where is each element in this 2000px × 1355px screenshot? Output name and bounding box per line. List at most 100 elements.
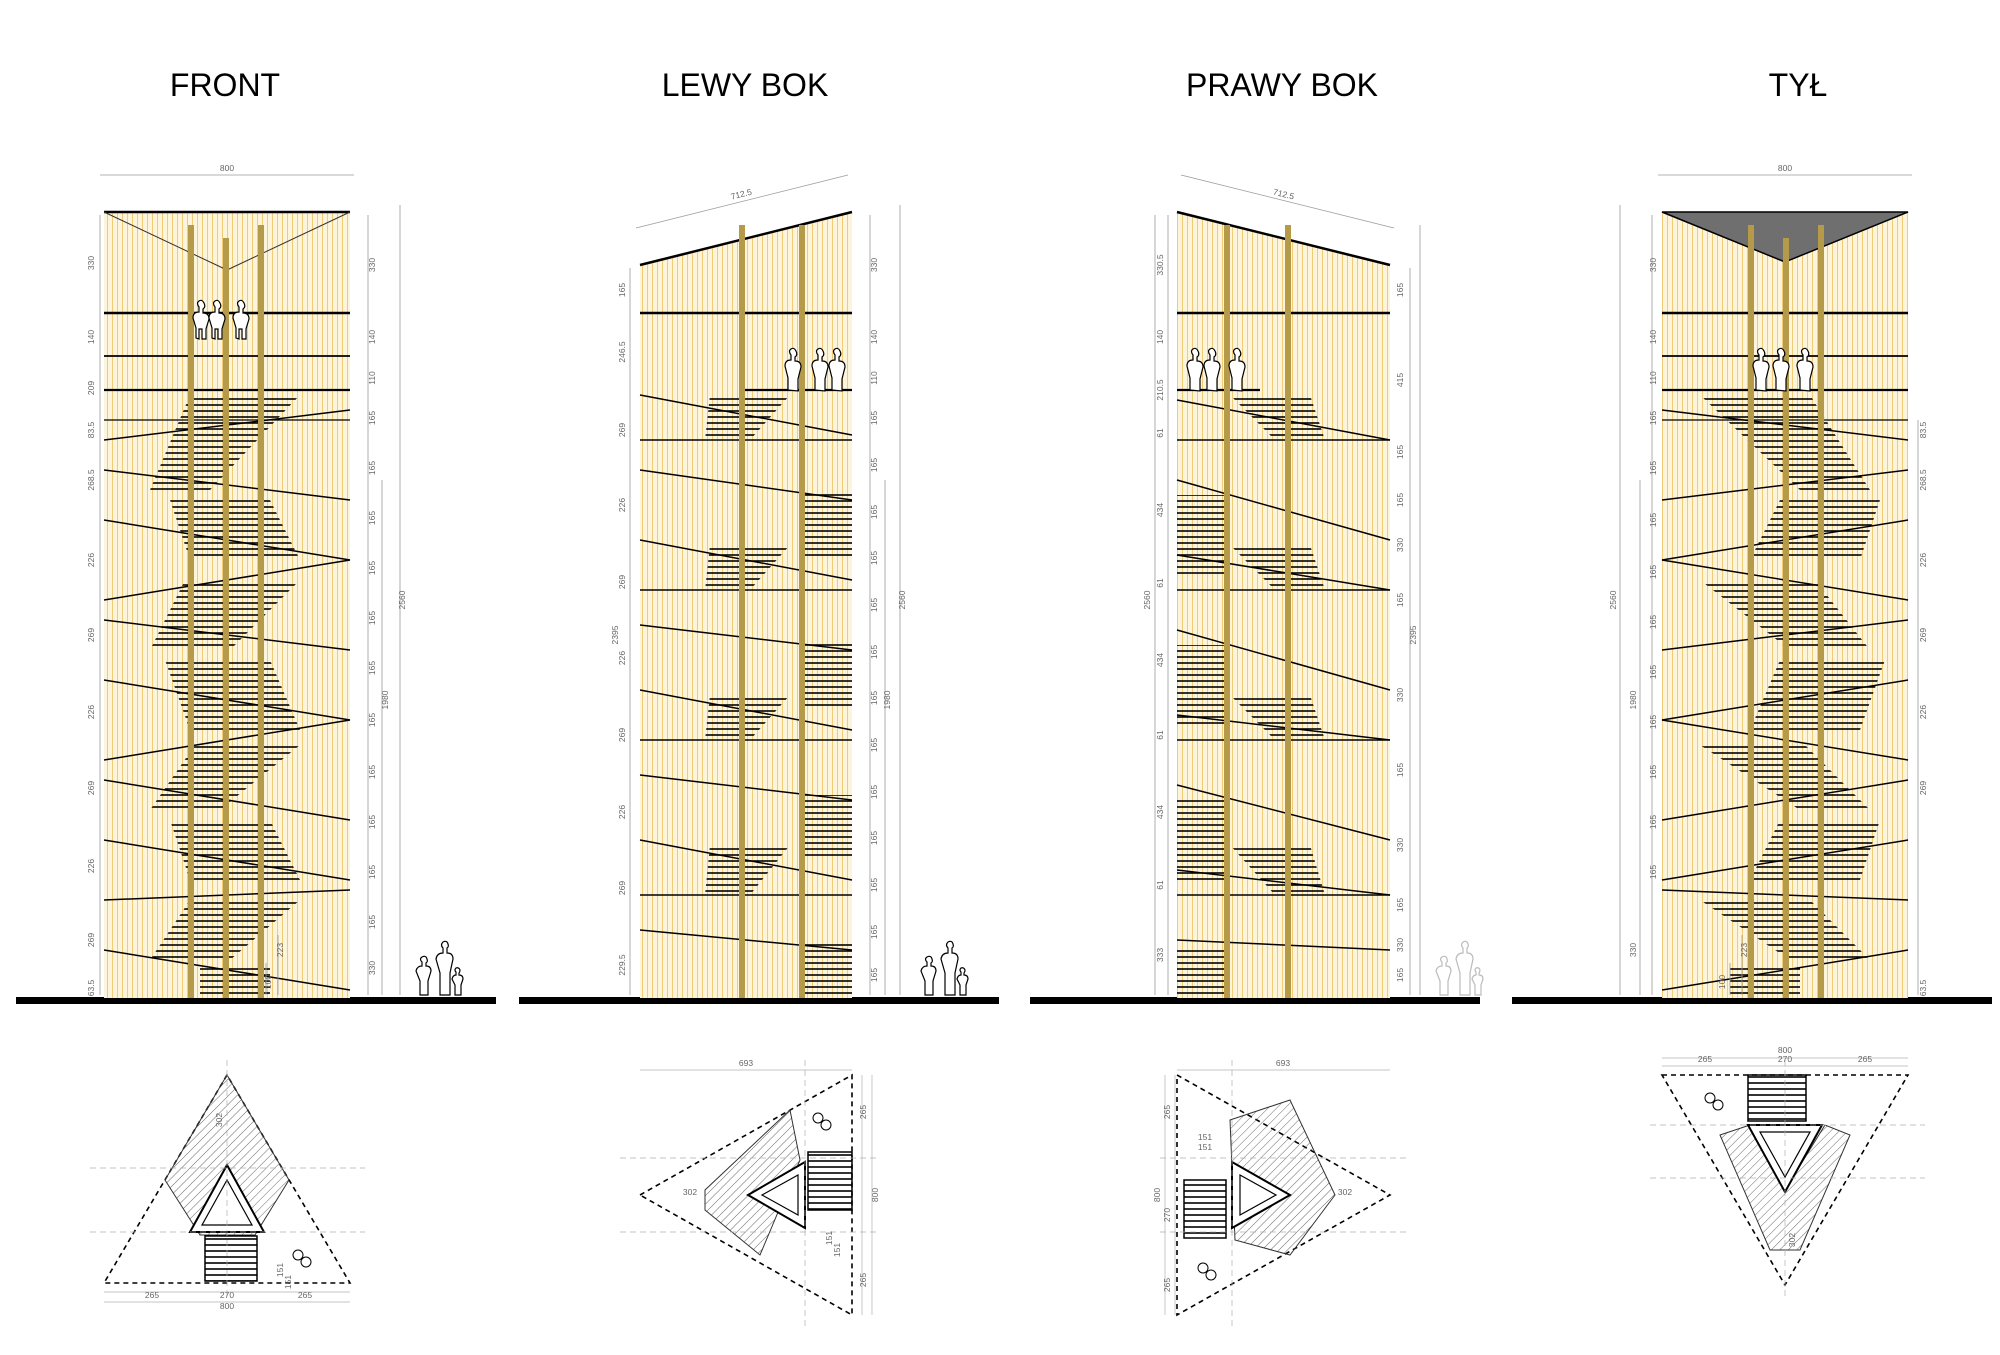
svg-text:61: 61 — [1155, 880, 1165, 890]
svg-text:265: 265 — [1698, 1054, 1712, 1064]
svg-text:140: 140 — [367, 330, 377, 344]
svg-text:61: 61 — [1155, 578, 1165, 588]
svg-text:165: 165 — [1395, 593, 1405, 607]
plan-tyl: 265 270 265 800 302 — [1650, 1045, 1925, 1300]
svg-text:330: 330 — [1395, 538, 1405, 552]
svg-text:165: 165 — [367, 661, 377, 675]
svg-text:269: 269 — [617, 881, 627, 895]
dim-top-width: 800 — [1778, 163, 1792, 173]
dim-stair-front-2: 100 — [263, 975, 273, 989]
svg-text:434: 434 — [1155, 503, 1165, 517]
svg-text:330: 330 — [86, 256, 96, 270]
people-scale-icon — [1435, 940, 1484, 996]
svg-text:330: 330 — [1395, 688, 1405, 702]
svg-text:434: 434 — [1155, 805, 1165, 819]
svg-text:165: 165 — [617, 283, 627, 297]
svg-text:165: 165 — [869, 785, 879, 799]
svg-text:165: 165 — [1648, 815, 1658, 829]
svg-text:269: 269 — [86, 628, 96, 642]
svg-text:330: 330 — [869, 258, 879, 272]
svg-text:269: 269 — [1918, 781, 1928, 795]
svg-text:165: 165 — [1648, 615, 1658, 629]
svg-text:269: 269 — [86, 781, 96, 795]
svg-text:165: 165 — [869, 458, 879, 472]
svg-text:165: 165 — [1648, 715, 1658, 729]
dim-left-column-tyl: 330 140 110 165 165 165 165 165 165 165 … — [1628, 258, 1658, 957]
svg-text:83.5: 83.5 — [86, 421, 96, 438]
svg-text:151: 151 — [1198, 1142, 1212, 1152]
svg-text:270: 270 — [220, 1290, 234, 1300]
svg-text:165: 165 — [1648, 665, 1658, 679]
ground-line-prawy-bok — [1030, 997, 1480, 1004]
dim-overall-lewy: 2560 — [897, 590, 907, 609]
svg-text:302: 302 — [683, 1187, 697, 1197]
svg-text:165: 165 — [367, 815, 377, 829]
svg-text:165: 165 — [869, 878, 879, 892]
svg-text:165: 165 — [869, 645, 879, 659]
svg-text:165: 165 — [1648, 765, 1658, 779]
svg-text:165: 165 — [1648, 513, 1658, 527]
svg-text:165: 165 — [1395, 968, 1405, 982]
title-prawy-bok: PRAWY BOK — [1186, 67, 1378, 103]
svg-text:61: 61 — [1155, 730, 1165, 740]
svg-text:268.5: 268.5 — [1918, 469, 1928, 491]
dim-top-width: 800 — [220, 163, 234, 173]
dim-overall-front-2: 1980 — [380, 690, 390, 709]
svg-text:165: 165 — [367, 511, 377, 525]
people-scale-icon — [920, 940, 969, 996]
svg-text:693: 693 — [739, 1058, 753, 1068]
svg-text:226: 226 — [1918, 705, 1928, 719]
dim-right-column-front: 330 140 110 165 165 165 165 165 165 165 … — [367, 258, 377, 975]
svg-text:165: 165 — [367, 611, 377, 625]
dim-overall-prawy: 2560 — [1142, 590, 1152, 609]
svg-text:110: 110 — [1648, 371, 1658, 385]
dim-right-column-tyl: 83.5 268.5 226 269 226 269 63.5 — [1918, 421, 1928, 996]
svg-text:165: 165 — [367, 561, 377, 575]
people-plan-icon — [292, 1249, 312, 1268]
dim-overall-tyl-2: 1980 — [1628, 690, 1638, 709]
svg-text:165: 165 — [367, 461, 377, 475]
svg-text:268.5: 268.5 — [86, 469, 96, 491]
svg-text:269: 269 — [617, 575, 627, 589]
svg-text:800: 800 — [1152, 1188, 1162, 1202]
title-lewy-bok: LEWY BOK — [662, 67, 829, 103]
svg-text:330: 330 — [1628, 943, 1638, 957]
svg-text:302: 302 — [1338, 1187, 1352, 1197]
railing-infill — [1177, 212, 1390, 998]
svg-text:270: 270 — [1162, 1208, 1172, 1222]
svg-text:151: 151 — [1198, 1132, 1212, 1142]
people-scale-icon — [415, 940, 464, 996]
plan-prawy-bok: 693 800 302 265 151 151 270 265 — [1152, 1058, 1410, 1330]
svg-text:265: 265 — [1162, 1105, 1172, 1119]
elevation-tyl: 800 330 140 110 165 165 165 165 165 165 … — [1608, 163, 1928, 998]
ground-line-lewy-bok — [519, 997, 999, 1004]
svg-text:330.5: 330.5 — [1155, 254, 1165, 276]
human-figures-icon — [1186, 347, 1246, 392]
svg-text:330: 330 — [367, 961, 377, 975]
svg-text:165: 165 — [1395, 763, 1405, 777]
roof-dark-triangle — [1661, 211, 1909, 263]
dim-right-column-lewy: 330 140 110 165 165 165 165 165 165 165 … — [869, 258, 879, 982]
svg-text:83.5: 83.5 — [1918, 421, 1928, 438]
svg-text:226: 226 — [86, 859, 96, 873]
svg-text:302: 302 — [1787, 1233, 1797, 1247]
svg-text:333: 333 — [1155, 948, 1165, 962]
dim-left-column-lewy: 165 246.5 269 226 269 226 269 226 269 22… — [617, 283, 627, 976]
plan-lewy-bok: 693 800 302 265 151 151 265 — [620, 1058, 880, 1330]
dim-stair-front: 223 — [275, 943, 285, 957]
svg-text:165: 165 — [1395, 493, 1405, 507]
svg-text:151: 151 — [275, 1263, 285, 1277]
svg-text:302: 302 — [214, 1113, 224, 1127]
svg-text:693: 693 — [1276, 1058, 1290, 1068]
dim-overall-prawy-2: 2395 — [1408, 625, 1418, 644]
svg-text:269: 269 — [1918, 628, 1928, 642]
dim-overall-lewy-3: 1980 — [882, 690, 892, 709]
svg-text:140: 140 — [86, 330, 96, 344]
svg-text:63.5: 63.5 — [86, 979, 96, 996]
svg-text:800: 800 — [1778, 1045, 1792, 1055]
svg-text:165: 165 — [869, 738, 879, 752]
dim-top-width: 712.5 — [1272, 187, 1295, 202]
svg-text:226: 226 — [617, 498, 627, 512]
svg-text:434: 434 — [1155, 653, 1165, 667]
ground-line-front — [16, 997, 496, 1004]
